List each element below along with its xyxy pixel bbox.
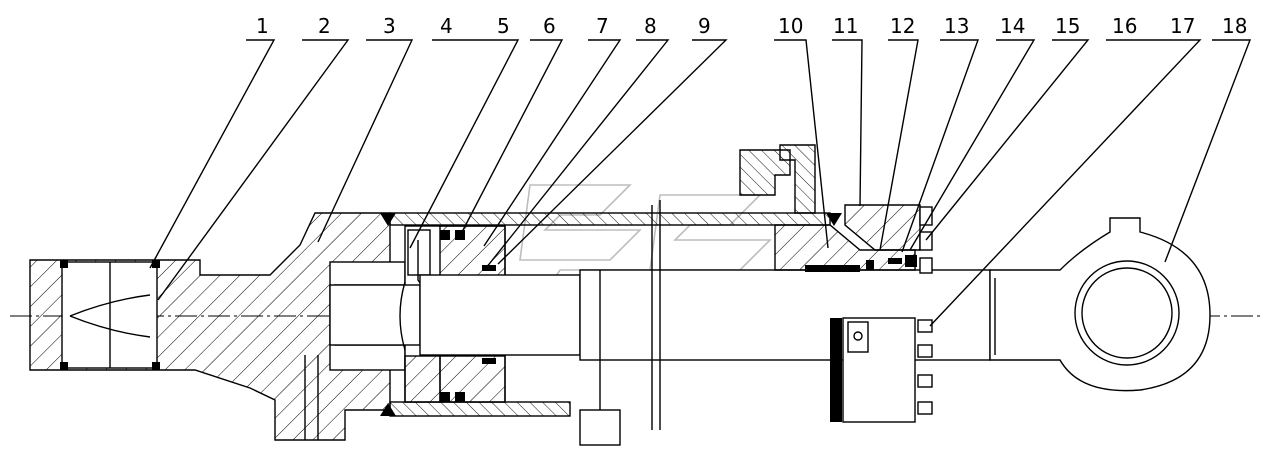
part-number-4: 4	[440, 14, 453, 38]
part-number-8: 8	[644, 14, 657, 38]
part-number-18: 18	[1222, 14, 1247, 38]
part-number-3: 3	[383, 14, 396, 38]
part-number-17: 17	[1170, 14, 1195, 38]
leader-lines	[149, 39, 1252, 327]
part-number-7: 7	[596, 14, 609, 38]
part-number-16: 16	[1112, 14, 1137, 38]
part-number-6: 6	[543, 14, 556, 38]
part-number-1: 1	[256, 14, 269, 38]
part-number-15: 15	[1055, 14, 1080, 38]
part-number-11: 11	[833, 14, 858, 38]
part-number-10: 10	[778, 14, 803, 38]
part-number-2: 2	[318, 14, 331, 38]
part-number-5: 5	[497, 14, 510, 38]
part-number-12: 12	[890, 14, 915, 38]
part-number-14: 14	[1000, 14, 1025, 38]
front-head	[774, 204, 933, 274]
front-flange-bolts	[830, 317, 933, 423]
part-number-13: 13	[944, 14, 969, 38]
port-fitting	[739, 144, 816, 214]
part-number-labels: 1 2 3 4 5 6 7 8 9 10 11 12 13 14 15 16 1…	[256, 14, 1247, 38]
part-number-9: 9	[698, 14, 711, 38]
rod-eye	[989, 217, 1211, 392]
